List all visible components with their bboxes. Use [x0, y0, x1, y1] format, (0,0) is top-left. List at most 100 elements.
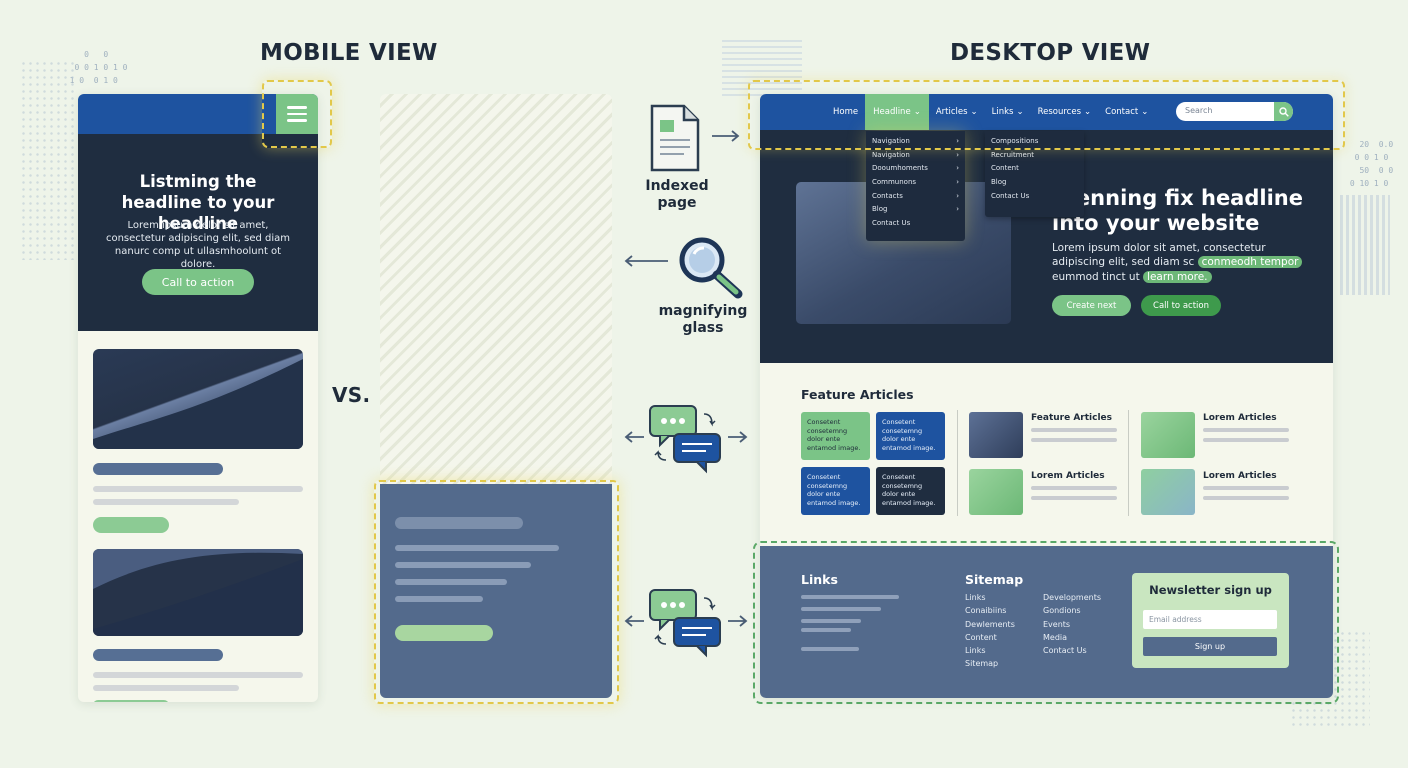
article-title[interactable]: Lorem Articles: [1203, 413, 1277, 423]
dropdown-item[interactable]: Compositions: [985, 134, 1084, 148]
chevron-right-icon: ›: [956, 177, 959, 186]
nav-label: Resources: [1037, 107, 1082, 117]
arrow-right-icon: [728, 615, 748, 627]
footer-link-line: [801, 628, 851, 632]
mobile-line-2b: [93, 672, 303, 678]
dropdown-label: Communons: [872, 177, 917, 186]
mobile-phone-mockup: Listming the headline to your headline L…: [78, 94, 318, 702]
sitemap-link[interactable]: Dewlements: [965, 619, 1015, 629]
footer-sitemap-heading: Sitemap: [965, 572, 1024, 587]
search-button[interactable]: [1274, 102, 1293, 121]
chat-bubbles-icon: [649, 405, 721, 474]
nav-home[interactable]: Home: [826, 94, 865, 130]
decorative-bars-right: [1340, 195, 1390, 295]
column-divider: [1128, 410, 1129, 516]
nav-contact[interactable]: Contact⌄: [1098, 94, 1155, 130]
dropdown-item[interactable]: Blog›: [866, 202, 965, 216]
article-title[interactable]: Feature Articles: [1031, 413, 1113, 423]
sitemap-link[interactable]: Gondions: [1043, 606, 1081, 616]
chevron-down-icon: ⌄: [913, 107, 921, 117]
nav-headline[interactable]: Headline⌄: [865, 94, 929, 130]
arrow-left-icon: [624, 615, 644, 627]
sitemap-link[interactable]: Developments: [1043, 593, 1102, 602]
dropdown-item[interactable]: Navigation›: [866, 134, 965, 148]
mobile-view-title: MOBILE VIEW: [260, 40, 438, 66]
hero-highlight-link[interactable]: conmeodh tempor: [1197, 256, 1303, 268]
footer-links-heading: Links: [801, 572, 838, 587]
decorative-dots-left: [20, 60, 75, 260]
dropdown-item[interactable]: Navigation›: [866, 148, 965, 162]
panel-line: [395, 596, 483, 602]
feature-card-green[interactable]: Consetent consetemng dolor ente entamod …: [801, 412, 870, 460]
chevron-down-icon: ⌄: [970, 107, 978, 117]
chevron-down-icon: ⌄: [1084, 107, 1092, 117]
dropdown-item[interactable]: Recruitment: [985, 148, 1084, 162]
dropdown-item[interactable]: Blog: [985, 175, 1084, 189]
nav-label: Headline: [873, 107, 911, 117]
nav-links[interactable]: Links⌄: [985, 94, 1031, 130]
chevron-down-icon: ⌄: [1016, 107, 1024, 117]
dropdown-item[interactable]: Dooumhoments›: [866, 161, 965, 175]
sitemap-link[interactable]: Media: [1043, 632, 1068, 642]
dropdown-item[interactable]: Contact Us: [985, 189, 1084, 203]
sitemap-link[interactable]: Events: [1043, 619, 1071, 629]
mobile-line-1b: [93, 486, 303, 492]
arrow-left-icon: [624, 255, 668, 267]
sitemap-link[interactable]: Links: [965, 593, 986, 602]
feature-card-navy[interactable]: Consetent consetemng dolor ente entamod …: [876, 467, 945, 515]
feature-card-blue[interactable]: Consetent consetemng dolor ente entamod …: [876, 412, 945, 460]
sitemap-link[interactable]: Contact Us: [1043, 646, 1087, 656]
nav-resources[interactable]: Resources⌄: [1031, 94, 1099, 130]
nav-label: Articles: [935, 107, 968, 117]
sitemap-column-2: Developments Gondions Events Media Conta…: [1043, 591, 1101, 657]
desktop-cta-button[interactable]: Call to action: [1141, 295, 1221, 316]
feature-card-blue-2[interactable]: Consetent consetemng dolor ente entamod …: [801, 467, 870, 515]
dropdown-item[interactable]: Communons ›: [866, 175, 965, 189]
mobile-line-2a: [93, 649, 223, 661]
learn-more-link[interactable]: learn more.: [1143, 271, 1212, 283]
email-input[interactable]: Email address: [1143, 610, 1277, 629]
search-box[interactable]: Search: [1176, 102, 1293, 121]
sitemap-link[interactable]: Content: [965, 632, 997, 642]
article-title[interactable]: Lorem Articles: [1031, 471, 1105, 481]
vs-label: VS.: [332, 383, 371, 407]
mobile-cta-button[interactable]: Call to action: [142, 269, 254, 295]
nav-items: Home Headline⌄ Articles⌄ Links⌄ Resource…: [826, 94, 1155, 130]
chat-bubbles-icon: [649, 589, 721, 658]
hamburger-highlight-box: [262, 80, 332, 148]
hero-body-text: eummod tinct ut: [1052, 271, 1144, 283]
sitemap-link[interactable]: Conaibiins: [965, 606, 1007, 616]
dropdown-label: Navigation: [872, 150, 910, 159]
sign-up-button[interactable]: Sign up: [1143, 637, 1277, 656]
dropdown-item[interactable]: Contacts›: [866, 189, 965, 203]
dropdown-item[interactable]: Content: [985, 161, 1084, 175]
desktop-hero-body-1: Lorem ipsum dolor sit amet, consectetur: [1052, 242, 1266, 254]
dropdown-item[interactable]: Contact Us: [866, 216, 965, 230]
article-line: [1031, 428, 1117, 432]
mobile-line-2c: [93, 685, 239, 691]
sitemap-column-1: Links Conaibiins Dewlements Content Link…: [965, 591, 1015, 671]
sitemap-link[interactable]: Links: [965, 646, 986, 656]
links-dropdown-menu: Compositions Recruitment Content Blog Co…: [985, 131, 1084, 217]
article-line: [1203, 438, 1289, 442]
hamburger-menu-button[interactable]: [276, 94, 318, 134]
dropdown-label: Recruitment: [991, 150, 1035, 159]
article-line: [1031, 496, 1117, 500]
desktop-hero-title-2: into your website: [1052, 211, 1260, 235]
newsletter-box: Newsletter sign up Email address Sign up: [1132, 573, 1289, 668]
panel-line-title: [395, 517, 523, 529]
desktop-hero-body-2: adipiscing elit, sed diam sc conmeodh te…: [1052, 255, 1327, 270]
decorative-lines-top: [722, 40, 802, 100]
search-input[interactable]: Search: [1185, 106, 1213, 115]
article-thumb: [969, 412, 1023, 458]
article-thumb: [1141, 469, 1195, 515]
mobile-hero: Listming the headline to your headline L…: [78, 134, 318, 331]
footer-link-line: [801, 607, 881, 611]
create-next-button[interactable]: Create next: [1052, 295, 1131, 316]
dropdown-label: Navigation: [872, 136, 910, 145]
article-title[interactable]: Lorem Articles: [1203, 471, 1277, 481]
dropdown-label: Content: [991, 164, 1019, 173]
column-divider: [957, 410, 958, 516]
sitemap-link[interactable]: Sitemap: [965, 659, 999, 669]
nav-articles[interactable]: Articles⌄: [929, 94, 985, 130]
